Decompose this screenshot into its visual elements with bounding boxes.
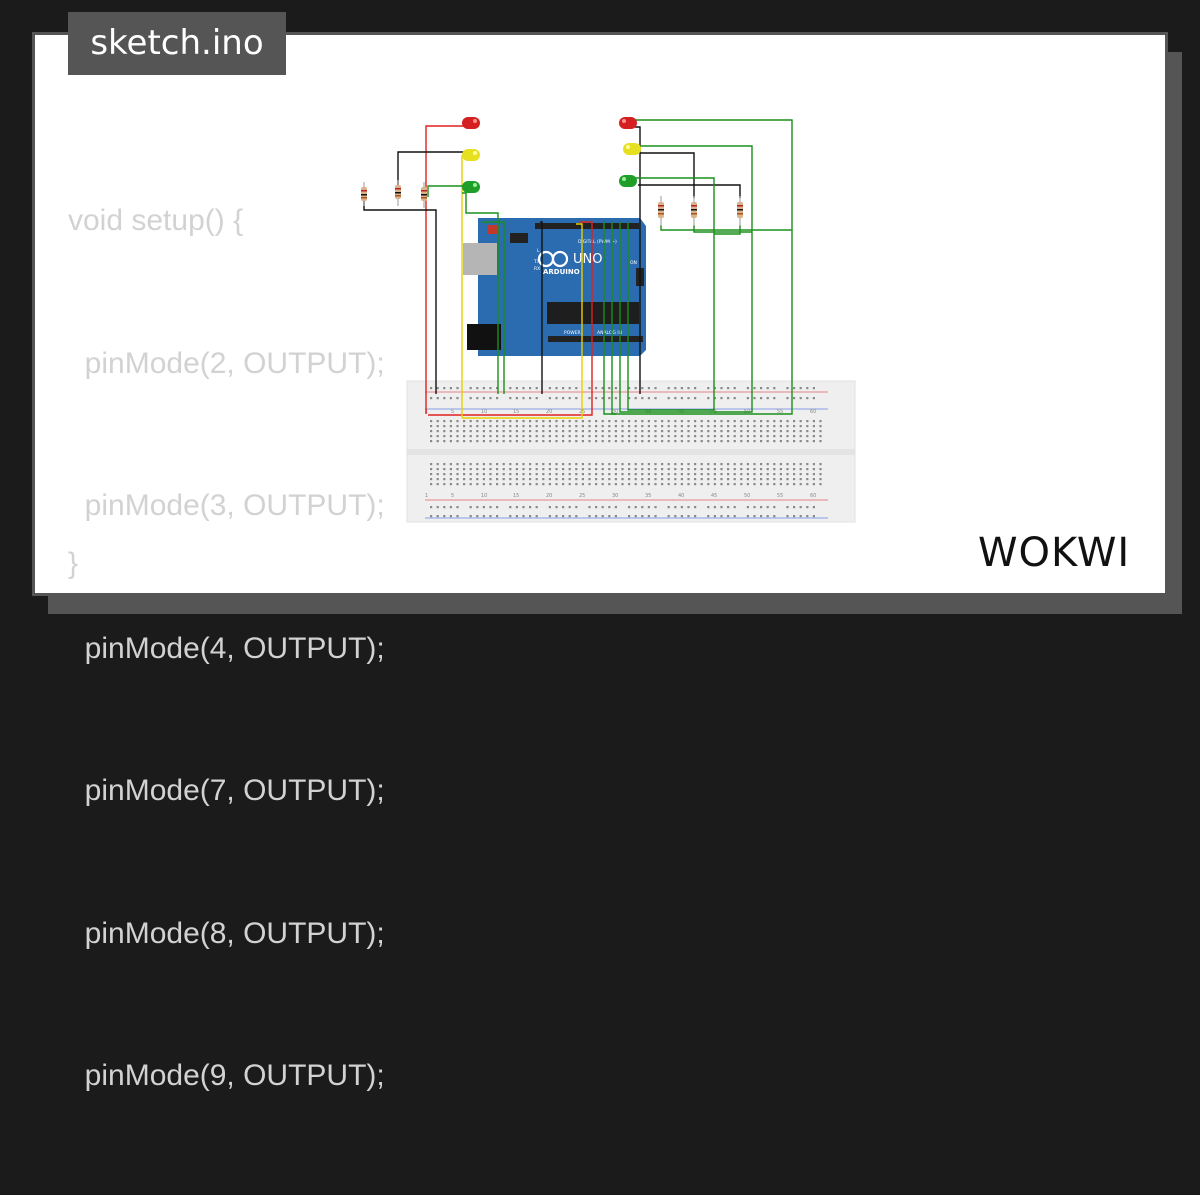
wire-green	[627, 177, 715, 411]
wire-black	[640, 152, 695, 198]
led-yellow[interactable]	[623, 143, 641, 155]
code-line: pinMode(9, OUTPUT);	[68, 1059, 385, 1092]
power-jack	[467, 324, 501, 350]
wire-red	[428, 221, 593, 416]
wire-black	[635, 126, 641, 394]
breadboard-column-number: 20	[546, 493, 552, 499]
wokwi-logo-text: WOKWI	[978, 530, 1130, 574]
breadboard-column-number: 35	[645, 493, 651, 499]
breadboard-column-number: 60	[810, 409, 816, 415]
breadboard-column-number: 5	[451, 409, 454, 415]
breadboard-column-number: 30	[612, 409, 618, 415]
wire-black	[540, 221, 543, 394]
code-closing-brace: }	[68, 547, 79, 580]
usb-port	[463, 243, 497, 275]
led-green[interactable]	[619, 175, 637, 187]
wire-green	[714, 225, 741, 235]
breadboard-column-number: 15	[513, 493, 519, 499]
breadboard-column-number: 30	[612, 493, 618, 499]
file-tab-title[interactable]: sketch.ino	[68, 12, 286, 75]
led-yellow[interactable]	[462, 149, 480, 161]
wire-green	[482, 221, 505, 394]
resistor	[395, 180, 401, 206]
tx-label: TX	[533, 259, 540, 265]
wire-black	[397, 151, 468, 188]
led-red[interactable]	[462, 117, 480, 129]
wire-green	[660, 225, 792, 231]
analog-header	[548, 336, 643, 342]
wire-red	[425, 125, 466, 414]
breadboard-column-number: 25	[579, 493, 585, 499]
code-line: void setup() {	[68, 204, 244, 237]
led-green[interactable]	[462, 181, 480, 193]
resistor	[421, 182, 427, 208]
wokwi-logo: WOKWI	[978, 530, 1130, 574]
resistor	[658, 196, 664, 226]
led-red[interactable]	[619, 117, 637, 129]
wire-yellow	[462, 223, 583, 419]
arduino-uno-board[interactable]: ARDUINO UNO DIGITAL (PWM ~) ANALOG IN PO…	[463, 218, 646, 356]
breadboard-column-number: 10	[481, 493, 487, 499]
breadboard-column-number: 1	[425, 493, 428, 499]
breadboard-column-number: 10	[481, 409, 487, 415]
resistors	[361, 180, 743, 226]
breadboard-column-number: 60	[810, 493, 816, 499]
atmega-chip	[547, 302, 639, 324]
digital-header	[535, 223, 639, 229]
breadboard-column-number: 55	[777, 409, 783, 415]
breadboard: 1 5 10 15 20 25 30 35 40 45 50 55 60 1 5…	[406, 380, 856, 523]
wires	[363, 119, 793, 419]
wire-yellow	[461, 155, 473, 418]
digital-label: DIGITAL (PWM ~)	[578, 239, 617, 245]
l-label: L	[537, 248, 540, 254]
wire-green	[462, 192, 499, 394]
breadboard-column-number: 55	[777, 493, 783, 499]
reset-button[interactable]	[488, 225, 497, 234]
arduino-brand: ARDUINO	[543, 268, 580, 276]
arduino-model: UNO	[573, 252, 602, 267]
wire-black	[363, 194, 437, 394]
rx-label: RX	[534, 266, 540, 272]
breadboard-column-number: 45	[711, 493, 717, 499]
code-line: pinMode(8, OUTPUT);	[68, 916, 385, 950]
on-label: ON	[630, 260, 637, 266]
breadboard-column-number: 40	[678, 493, 684, 499]
breadboard-column-number: 5	[451, 493, 454, 499]
code-line: pinMode(4, OUTPUT);	[68, 631, 385, 665]
wire-green	[619, 145, 753, 413]
code-line: pinMode(2, OUTPUT);	[68, 346, 385, 380]
power-label: POWER	[564, 330, 581, 336]
wire-green	[611, 119, 793, 415]
leds	[462, 117, 641, 193]
wire-green	[427, 185, 464, 197]
analog-label: ANALOG IN	[597, 330, 622, 336]
resistor	[361, 182, 367, 206]
breadboard-column-number: 50	[744, 493, 750, 499]
breadboard-column-number: 15	[513, 409, 519, 415]
circuit-diagram: 1 5 10 15 20 25 30 35 40 45 50 55 60 1 5…	[361, 117, 856, 523]
resistor	[737, 196, 743, 226]
wire-green	[693, 225, 752, 233]
code-line: pinMode(7, OUTPUT);	[68, 774, 385, 807]
wire-green	[603, 222, 616, 415]
wire-black	[638, 184, 741, 198]
resistor	[691, 196, 697, 226]
code-line: pinMode(3, OUTPUT);	[68, 489, 385, 522]
breadboard-column-number: 20	[546, 409, 552, 415]
